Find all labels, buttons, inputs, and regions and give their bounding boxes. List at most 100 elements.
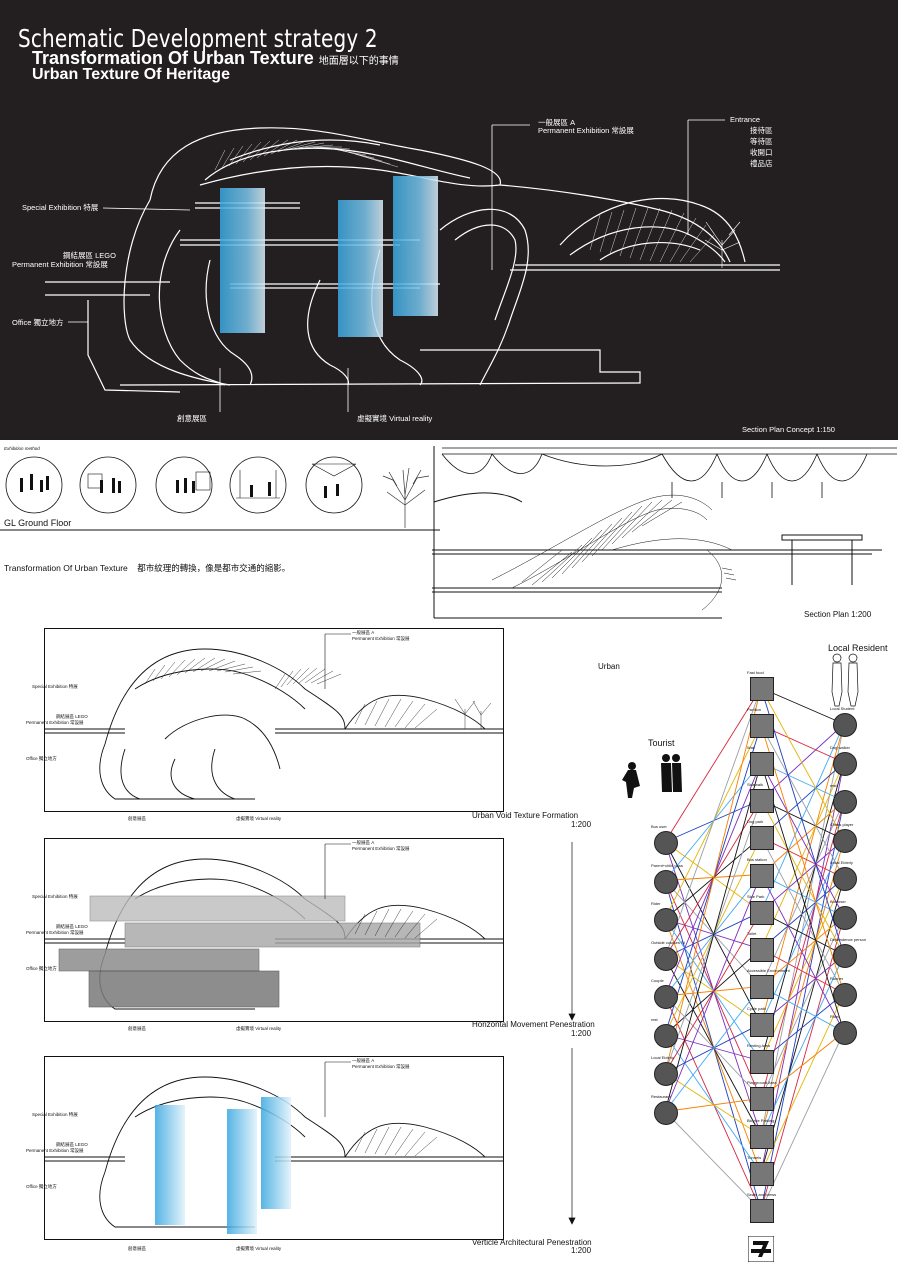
network-link	[760, 687, 845, 840]
d3-general-permanent: Permanent Exhibition 常設展	[352, 1064, 410, 1069]
label-creative: 創意展區	[177, 414, 207, 423]
network-node	[750, 900, 774, 925]
transformation-text: Transformation Of Urban Texture	[4, 563, 128, 573]
diagram-vertical-penetration	[44, 1056, 504, 1240]
diagram-drawing	[45, 633, 503, 800]
network-node	[833, 944, 857, 968]
network-node	[750, 1012, 774, 1037]
network-node	[654, 1062, 678, 1086]
network-tourist-title: Tourist	[648, 738, 675, 748]
d1-creative: 創意展區	[128, 816, 146, 821]
network-link	[760, 723, 845, 912]
network-link	[760, 723, 845, 1024]
d1-lego: 鋼結展區 LEGO	[56, 714, 88, 719]
label-general-zone: 一般展區 A	[538, 118, 576, 127]
tree-illustration	[382, 467, 430, 528]
network-link	[760, 839, 845, 913]
network-link	[760, 877, 845, 1062]
network-link	[760, 799, 845, 956]
section-concept-panel: Schematic Development strategy 2 Transfo…	[0, 0, 898, 440]
d1-vr: 虛擬實境 Virtual reality	[236, 816, 282, 821]
subtitle-transformation: Transformation Of Urban Texture 地面層以下的事情	[32, 49, 399, 70]
network-link	[760, 1031, 845, 1099]
entrance-item: 等待區	[750, 137, 773, 146]
d2-vr: 虛擬實境 Virtual reality	[236, 1026, 282, 1031]
entrance-item: 收開口	[750, 148, 773, 157]
network-node-label: Playground Area	[747, 1080, 777, 1086]
network-node	[833, 828, 857, 853]
network-node-label: Couple	[651, 978, 664, 983]
network-node	[750, 1087, 774, 1112]
d3-general: 一般展區 A	[352, 1058, 375, 1063]
network-node-label: Local Elderly	[830, 860, 853, 865]
network-node-label: Seats and views	[747, 1192, 777, 1198]
d2-special: Special Exhibition 特展	[32, 894, 78, 899]
diagram-horizontal-movement	[44, 838, 504, 1022]
diagram1-caption: Urban Void Texture Formation	[472, 811, 579, 820]
network-node	[750, 677, 774, 701]
label-special-exhibition: Special Exhibition 特展	[22, 203, 99, 212]
network-node-label: Outside courses St	[651, 939, 685, 945]
section-plan-caption: Section Plan 1:200	[804, 610, 872, 619]
network-link	[760, 800, 845, 875]
network-node-label: Restaurant	[651, 1093, 671, 1099]
network-link	[760, 993, 845, 1062]
network-node	[833, 713, 857, 737]
network-node-label: Bicycle Parking	[747, 1117, 775, 1123]
d3-vr: 虛擬實境 Virtual reality	[236, 1246, 282, 1251]
d3-creative: 創意展區	[128, 1246, 146, 1251]
network-link	[760, 723, 845, 801]
network-link	[664, 762, 762, 1112]
network-link	[664, 1111, 762, 1211]
d3-lego-permanent: Permanent Exhibition 常設展	[26, 1148, 84, 1153]
sequence-arrows	[568, 842, 576, 1225]
d2-lego: 鋼結展區 LEGO	[56, 924, 88, 929]
network-link	[664, 687, 762, 843]
network-node-label: Tunnels	[747, 1154, 762, 1160]
diagram2-scale: 1:200	[571, 1029, 592, 1038]
network-node-label: rest	[651, 1016, 658, 1022]
network-node-label: Local Student	[830, 706, 855, 711]
network-link	[664, 874, 762, 1112]
network-node-label: Resting Area	[747, 1043, 770, 1048]
exhibition-method-circles	[5, 456, 363, 514]
network-node	[750, 751, 774, 776]
network-node-label: Side Park	[747, 893, 765, 899]
network-link	[760, 877, 845, 950]
network-node	[750, 714, 774, 739]
network-link	[760, 1031, 845, 1211]
network-node	[654, 1100, 678, 1125]
network-node	[750, 975, 774, 1000]
network-node-label: Runner	[830, 975, 844, 981]
network-node	[750, 1199, 774, 1224]
network-node	[833, 1021, 857, 1045]
network-node	[833, 982, 857, 1007]
network-link	[760, 839, 845, 1136]
network-node	[654, 908, 678, 932]
network-node-label: Parent+child pass	[651, 862, 683, 868]
resident-figures-icon	[831, 653, 859, 707]
network-node-label: Local Elderly	[651, 1055, 674, 1060]
network-node-label: Accessible Environment	[747, 968, 790, 974]
d1-special: Special Exhibition 特展	[32, 684, 78, 689]
network-link	[760, 762, 845, 1033]
network-node	[654, 946, 678, 971]
network-node	[654, 985, 678, 1009]
d2-general: 一般展區 A	[352, 840, 375, 845]
section-concept-drawing	[45, 119, 780, 412]
network-link	[760, 725, 845, 994]
d2-office: Office 獨立地方	[26, 966, 57, 971]
network-node-label: Dependence person	[830, 937, 867, 942]
network-node	[750, 788, 774, 813]
network-link	[760, 993, 845, 1174]
network-urban-title: Urban	[598, 662, 620, 671]
network-link	[664, 1034, 762, 1174]
d3-office: Office 獨立地方	[26, 1184, 57, 1189]
network-link	[664, 995, 762, 1099]
exhibition-method-label: Exhibition method	[4, 446, 40, 451]
d1-general: 一般展區 A	[352, 630, 375, 635]
network-node	[833, 790, 857, 814]
label-lego: 鋼結展區 LEGO	[63, 251, 116, 260]
network-link	[664, 687, 762, 1074]
network-link	[760, 762, 845, 838]
